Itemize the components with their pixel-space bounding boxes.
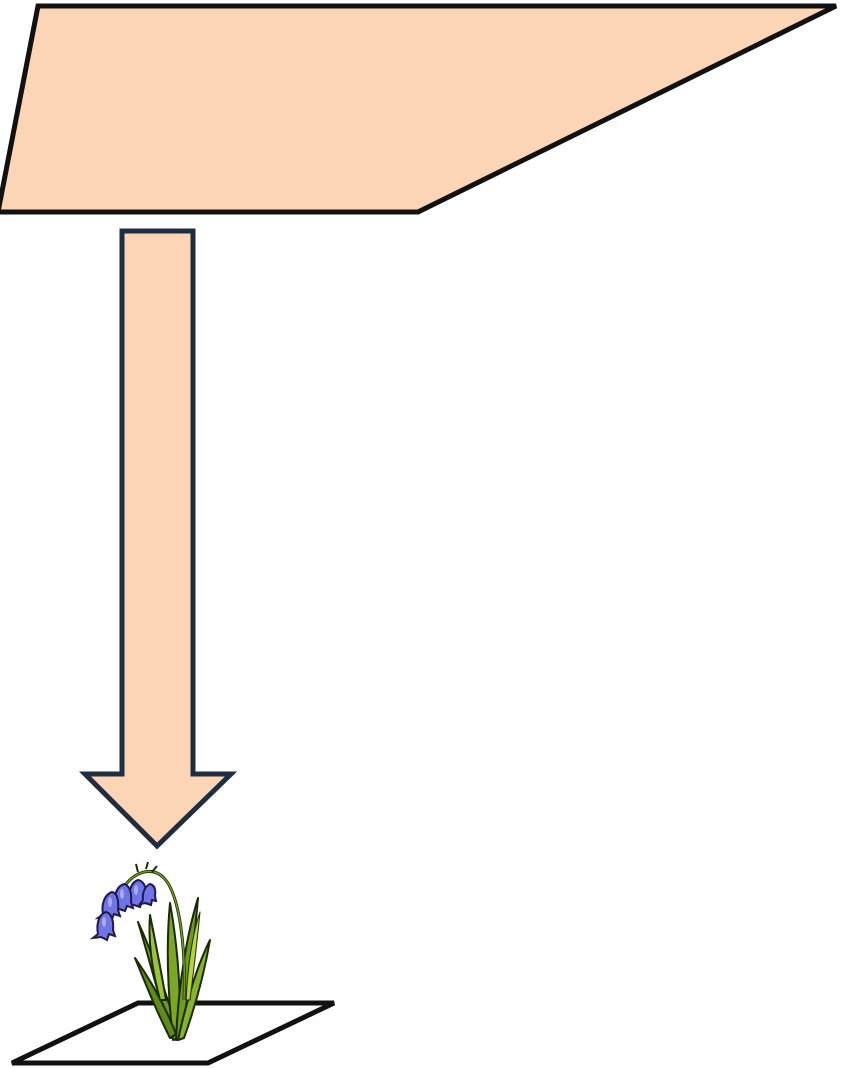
bells [89, 878, 158, 942]
bluebell-icon [89, 861, 211, 1041]
leaves [134, 897, 211, 1041]
top-panel-parallelogram [0, 3, 838, 215]
down-arrow [78, 228, 238, 850]
